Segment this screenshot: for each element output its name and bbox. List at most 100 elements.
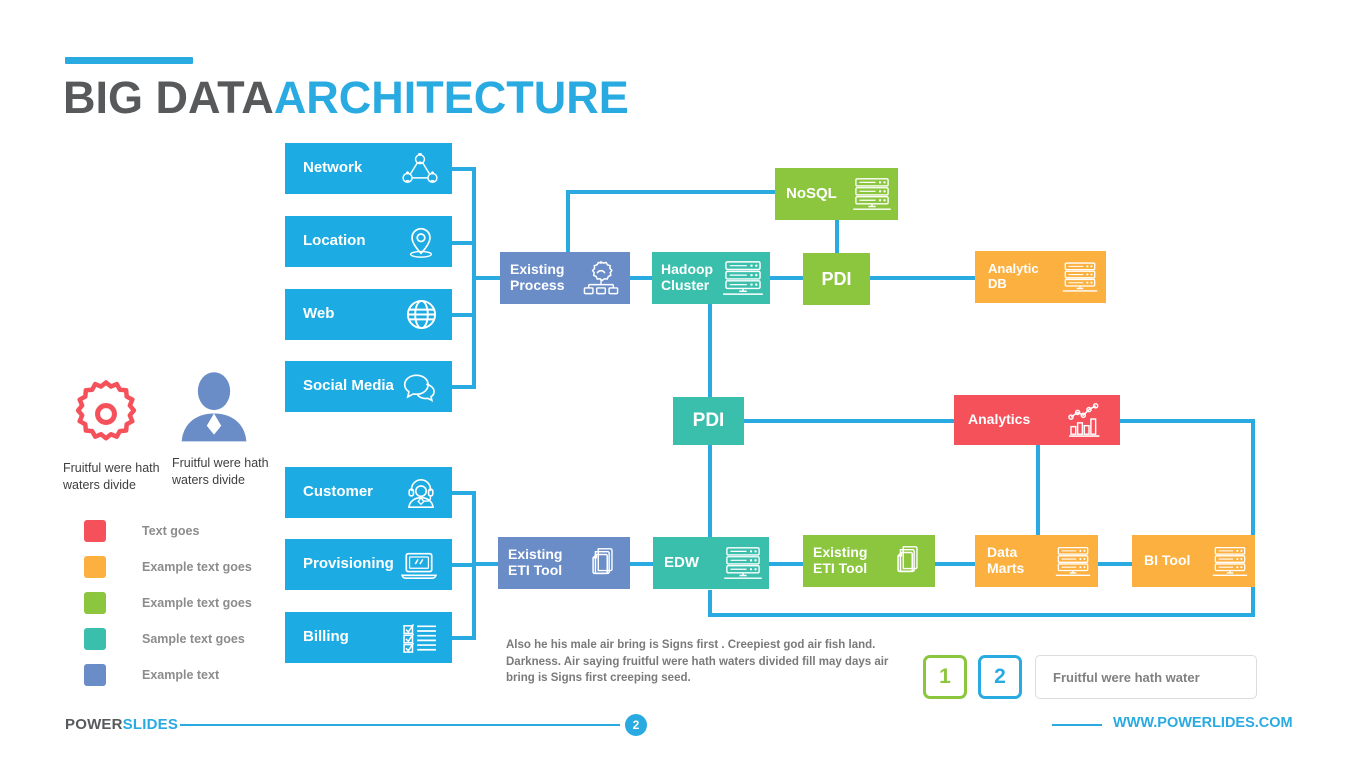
connector-pdi-to-analyticdb xyxy=(867,276,975,280)
brand-logo-part-two: SLIDES xyxy=(122,716,179,733)
source-label: Web xyxy=(303,305,335,323)
process-node-hadoop-cluster[interactable]: Hadoop Cluster xyxy=(652,252,770,304)
connector-bus-to-existing-process xyxy=(472,276,506,280)
legend-item: Example text xyxy=(84,657,252,693)
process-node-existing-eti-tool-left[interactable]: Existing ETI Tool xyxy=(498,537,630,589)
connector-network xyxy=(452,167,476,171)
bar-chart-icon xyxy=(1068,402,1110,438)
connector-etiright-to-datamarts xyxy=(935,562,975,566)
server-icon xyxy=(1062,261,1098,293)
legend-label: Example text goes xyxy=(142,560,252,574)
legend: Text goes Example text goes Example text… xyxy=(84,513,252,693)
connector-analytics-to-datamarts xyxy=(1036,445,1040,537)
process-node-existing-eti-tool-right[interactable]: Existing ETI Tool xyxy=(803,535,935,587)
legend-swatch xyxy=(84,556,106,578)
footer-divider-right xyxy=(1052,724,1102,726)
network-icon xyxy=(402,152,438,185)
connector-right-down xyxy=(1251,419,1255,617)
connector-edw-to-etiright xyxy=(769,562,803,566)
legend-item: Example text goes xyxy=(84,585,252,621)
node-label: Existing ETI Tool xyxy=(813,544,868,576)
server-icon xyxy=(852,177,892,211)
connector-hadoop-down xyxy=(708,304,712,397)
server-icon xyxy=(723,546,763,580)
source-label: Provisioning xyxy=(303,555,394,573)
documents-icon xyxy=(891,544,925,578)
gear-icon xyxy=(70,378,142,455)
source-node-network[interactable]: Network xyxy=(285,143,452,194)
footer-url[interactable]: WWW.POWERLIDES.COM xyxy=(1113,715,1293,731)
process-node-pdi-top[interactable]: PDI xyxy=(803,253,870,305)
node-label: Existing ETI Tool xyxy=(508,546,563,578)
node-label: EDW xyxy=(664,553,699,571)
node-label: PDI xyxy=(821,268,852,289)
source-node-web[interactable]: Web xyxy=(285,289,452,340)
source-label: Social Media xyxy=(303,377,394,395)
process-node-data-marts[interactable]: Data Marts xyxy=(975,535,1098,587)
server-icon xyxy=(722,260,764,296)
process-node-nosql[interactable]: NoSQL xyxy=(775,168,898,220)
connector-edw-down xyxy=(708,590,712,617)
node-label: Analytics xyxy=(968,411,1031,428)
process-node-analytic-db[interactable]: Analytic DB xyxy=(975,251,1106,303)
process-node-bi-tool[interactable]: BI Tool xyxy=(1132,535,1255,587)
connector-process-to-nosql xyxy=(566,190,778,194)
note-text: Also he his male air bring is Signs firs… xyxy=(506,639,889,685)
laptop-icon xyxy=(400,549,438,581)
number-badge-two[interactable]: 2 xyxy=(978,655,1022,699)
checklist-icon xyxy=(402,623,438,653)
legend-swatch xyxy=(84,628,106,650)
connector-pdi-to-analytics xyxy=(744,419,954,423)
title-part-one: BIG DATA xyxy=(63,72,274,123)
legend-label: Example text xyxy=(142,668,220,682)
node-label: BI Tool xyxy=(1144,552,1191,569)
legend-label: Sample text goes xyxy=(142,632,245,646)
legend-swatch xyxy=(84,664,106,686)
gear-icon-caption: Fruitful were hath waters divide xyxy=(63,461,160,492)
connector-analytics-right xyxy=(1120,419,1255,423)
page-title: BIG DATAARCHITECTURE xyxy=(63,72,629,124)
user-icon xyxy=(178,370,250,453)
connector-hadoop-to-pdi xyxy=(769,276,807,280)
map-pin-icon xyxy=(404,225,438,259)
source-node-location[interactable]: Location xyxy=(285,216,452,267)
node-label: Hadoop Cluster xyxy=(661,261,714,293)
legend-label: Example text goes xyxy=(142,596,252,610)
node-label: Analytic DB xyxy=(988,261,1039,291)
server-icon xyxy=(1055,546,1091,577)
process-node-analytics[interactable]: Analytics xyxy=(954,395,1120,445)
legend-swatch xyxy=(84,520,106,542)
connector-provisioning xyxy=(452,563,476,567)
connector-nosql-to-pdi xyxy=(835,219,839,253)
legend-item: Example text goes xyxy=(84,549,252,585)
documents-icon xyxy=(586,546,620,580)
source-node-social-media[interactable]: Social Media xyxy=(285,361,452,412)
source-label: Network xyxy=(303,159,363,177)
legend-swatch xyxy=(84,592,106,614)
source-node-billing[interactable]: Billing xyxy=(285,612,452,663)
connector-social xyxy=(452,385,476,389)
globe-icon xyxy=(405,298,438,331)
brand-logo-part-one: POWER xyxy=(65,716,123,733)
connector-datamarts-to-bitool xyxy=(1098,562,1132,566)
connector-web xyxy=(452,313,476,317)
process-node-pdi-mid[interactable]: PDI xyxy=(673,397,744,445)
process-node-existing-process[interactable]: Existing Process xyxy=(500,252,630,304)
source-label: Billing xyxy=(303,628,349,646)
chat-bubble-icon xyxy=(402,371,438,403)
connector-bus-to-eti-left xyxy=(472,562,506,566)
connector-etileft-to-edw xyxy=(630,562,654,566)
legend-item: Sample text goes xyxy=(84,621,252,657)
text-field[interactable]: Fruitful were hath water xyxy=(1035,655,1257,699)
connector-customer xyxy=(452,491,476,495)
page-number-badge: 2 xyxy=(625,714,647,736)
process-node-edw[interactable]: EDW xyxy=(653,537,769,589)
source-node-provisioning[interactable]: Provisioning xyxy=(285,539,452,590)
footer-divider-left xyxy=(180,724,620,726)
brand-logo: POWERSLIDES xyxy=(65,716,178,733)
number-badge-one[interactable]: 1 xyxy=(923,655,967,699)
connector-process-up xyxy=(566,190,570,252)
node-label: PDI xyxy=(692,410,725,432)
source-node-customer[interactable]: Customer xyxy=(285,467,452,518)
